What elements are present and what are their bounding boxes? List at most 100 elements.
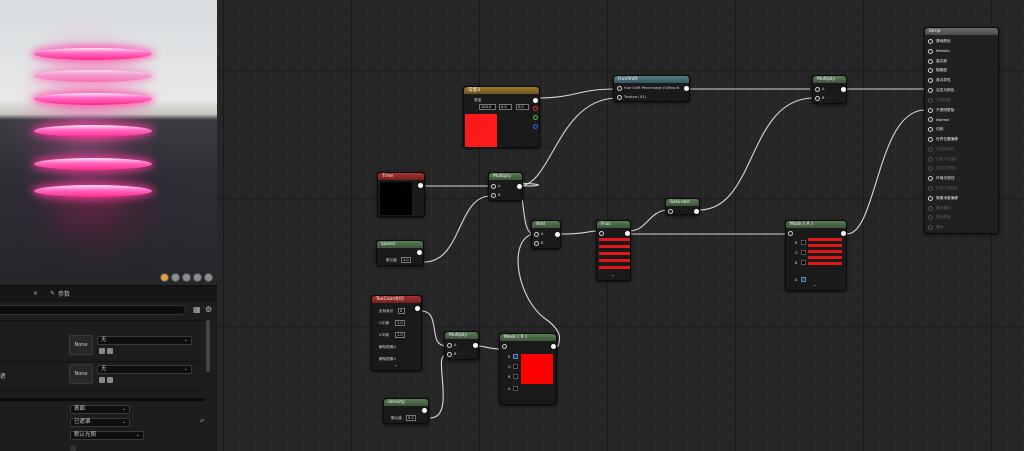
- use-selected-icon[interactable]: [107, 348, 113, 354]
- output-pin[interactable]: [533, 98, 538, 103]
- result-pin-row[interactable]: 表面厚度: [928, 215, 951, 221]
- material-preview-viewport[interactable]: [0, 0, 217, 285]
- input-pin[interactable]: [928, 88, 933, 93]
- tab-parameters[interactable]: ✎ 参数: [50, 289, 70, 298]
- blend-mode-select[interactable]: 已遮罩⌄: [70, 418, 130, 427]
- node-frac[interactable]: Frac ⌃: [596, 220, 631, 281]
- result-pin-row[interactable]: 粗糙度: [928, 68, 947, 74]
- input-pin[interactable]: [928, 166, 933, 172]
- channel-checkbox[interactable]: [801, 250, 806, 255]
- result-pin-row[interactable]: 环境光遮挡: [928, 176, 954, 182]
- channel-checkbox[interactable]: [513, 364, 518, 369]
- output-pin[interactable]: [684, 86, 689, 91]
- lighting-icon[interactable]: [160, 273, 169, 282]
- texture-thumbnail-1[interactable]: None: [69, 335, 93, 355]
- input-pin[interactable]: [928, 117, 933, 123]
- input-pin[interactable]: [928, 156, 933, 162]
- result-pin-row[interactable]: 世界位置偏移: [928, 137, 958, 142]
- material-graph[interactable]: 常量3 常量 100.0 0.0 0.0 HueShift Hue Shift …: [217, 0, 1024, 451]
- result-pin-row[interactable]: 不透明蒙版: [928, 107, 954, 113]
- asset-picker-1[interactable]: 无⌄: [97, 336, 192, 345]
- node-multiply-top[interactable]: Multiply A B: [812, 75, 847, 104]
- input-pin[interactable]: [788, 231, 793, 236]
- output-pin[interactable]: [418, 183, 423, 188]
- close-tab-icon[interactable]: ×: [33, 290, 39, 297]
- input-pin[interactable]: [928, 225, 933, 231]
- node-add[interactable]: Add A B: [531, 220, 561, 249]
- input-pin[interactable]: [928, 215, 933, 221]
- expand-icon[interactable]: ⌃: [394, 364, 398, 369]
- cylinder-icon[interactable]: [193, 273, 202, 282]
- result-pin-row[interactable]: 置换: [928, 225, 943, 231]
- input-pin[interactable]: [815, 96, 820, 101]
- output-pin[interactable]: [841, 231, 846, 236]
- node-mask-a[interactable]: Mask ( A ) R G B A ⌃: [785, 220, 847, 291]
- use-selected-icon[interactable]: [107, 377, 113, 383]
- node-texcoord[interactable]: TexCoord[0] 坐标索引 0 U平铺 1.0 V平铺 1.0 解除镜像U…: [371, 295, 422, 371]
- input-pin[interactable]: [928, 68, 933, 74]
- const3-b[interactable]: 0.0: [516, 104, 529, 110]
- result-pin-row[interactable]: 像素深度偏移: [928, 195, 958, 201]
- input-pin[interactable]: [599, 231, 604, 236]
- output-pin[interactable]: [422, 408, 427, 413]
- input-pin[interactable]: [928, 195, 933, 201]
- channel-checkbox[interactable]: [801, 260, 806, 265]
- input-pin[interactable]: [928, 78, 933, 84]
- node-density-parameter[interactable]: density 默认值 5.0: [383, 398, 429, 424]
- result-pin-row[interactable]: 基础颜色: [928, 39, 951, 44]
- output-pin[interactable]: [473, 343, 478, 348]
- node-multiply-time[interactable]: Multiply A B: [488, 172, 523, 201]
- node-hueshift[interactable]: HueShift Hue Shift Percentage (S) Textur…: [613, 75, 690, 102]
- input-pin[interactable]: [502, 344, 507, 349]
- reset-icon[interactable]: ↶: [200, 419, 205, 425]
- input-pin[interactable]: [928, 137, 933, 142]
- node-mask-r[interactable]: Mask ( R ) R G B A: [499, 333, 557, 405]
- cube-icon[interactable]: [182, 273, 191, 282]
- output-pin-b[interactable]: [533, 124, 538, 129]
- input-pin[interactable]: [928, 176, 933, 182]
- input-pin[interactable]: [928, 107, 933, 113]
- input-pin[interactable]: [491, 184, 496, 189]
- channel-checkbox-checked[interactable]: [801, 277, 806, 282]
- result-pin-row[interactable]: 各向异性: [928, 78, 951, 84]
- shading-model-select[interactable]: 默认光照⌄: [70, 431, 144, 440]
- channel-checkbox[interactable]: [801, 240, 806, 245]
- result-pin-row[interactable]: 自定义数据1: [928, 166, 957, 172]
- input-pin[interactable]: [928, 186, 933, 191]
- expand-icon[interactable]: ⌃: [813, 284, 817, 289]
- output-pin[interactable]: [415, 306, 420, 311]
- result-pin-row[interactable]: 次表面颜色: [928, 146, 954, 152]
- node-time[interactable]: Time: [377, 172, 425, 217]
- input-pin[interactable]: [815, 87, 820, 92]
- const3-r[interactable]: 100.0: [479, 104, 496, 110]
- channel-checkbox[interactable]: [513, 386, 518, 391]
- result-pin-row[interactable]: Metallic: [928, 48, 950, 54]
- input-pin[interactable]: [928, 39, 933, 44]
- input-pin[interactable]: [928, 97, 933, 103]
- node-speed-parameter[interactable]: speed 默认值 2.0: [376, 240, 424, 266]
- texcoord-index[interactable]: 0: [398, 308, 405, 314]
- settings-icon[interactable]: [204, 273, 213, 282]
- input-pin[interactable]: [617, 95, 622, 100]
- output-pin-r[interactable]: [533, 106, 538, 111]
- input-pin[interactable]: [928, 146, 933, 152]
- input-pin[interactable]: [928, 58, 933, 64]
- checkbox[interactable]: [70, 446, 76, 451]
- const3-g[interactable]: 0.0: [499, 104, 512, 110]
- material-domain-select[interactable]: 表面⌄: [70, 405, 130, 414]
- asset-picker-2[interactable]: 无⌄: [97, 365, 192, 374]
- input-pin[interactable]: [534, 241, 539, 246]
- speed-value[interactable]: 2.0: [401, 257, 411, 263]
- browse-icon[interactable]: [99, 348, 105, 354]
- browse-icon[interactable]: [99, 377, 105, 383]
- texture-thumbnail-2[interactable]: None: [69, 364, 93, 384]
- input-pin[interactable]: [668, 209, 673, 214]
- gear-icon[interactable]: ⚙: [205, 305, 213, 314]
- output-pin[interactable]: [517, 184, 522, 189]
- output-pin[interactable]: [551, 344, 556, 349]
- result-pin-row[interactable]: 自定义数据0: [928, 156, 957, 162]
- sphere-icon[interactable]: [171, 273, 180, 282]
- output-pin[interactable]: [555, 232, 560, 237]
- input-pin[interactable]: [928, 48, 933, 54]
- node-saturate[interactable]: Saturate: [665, 198, 700, 215]
